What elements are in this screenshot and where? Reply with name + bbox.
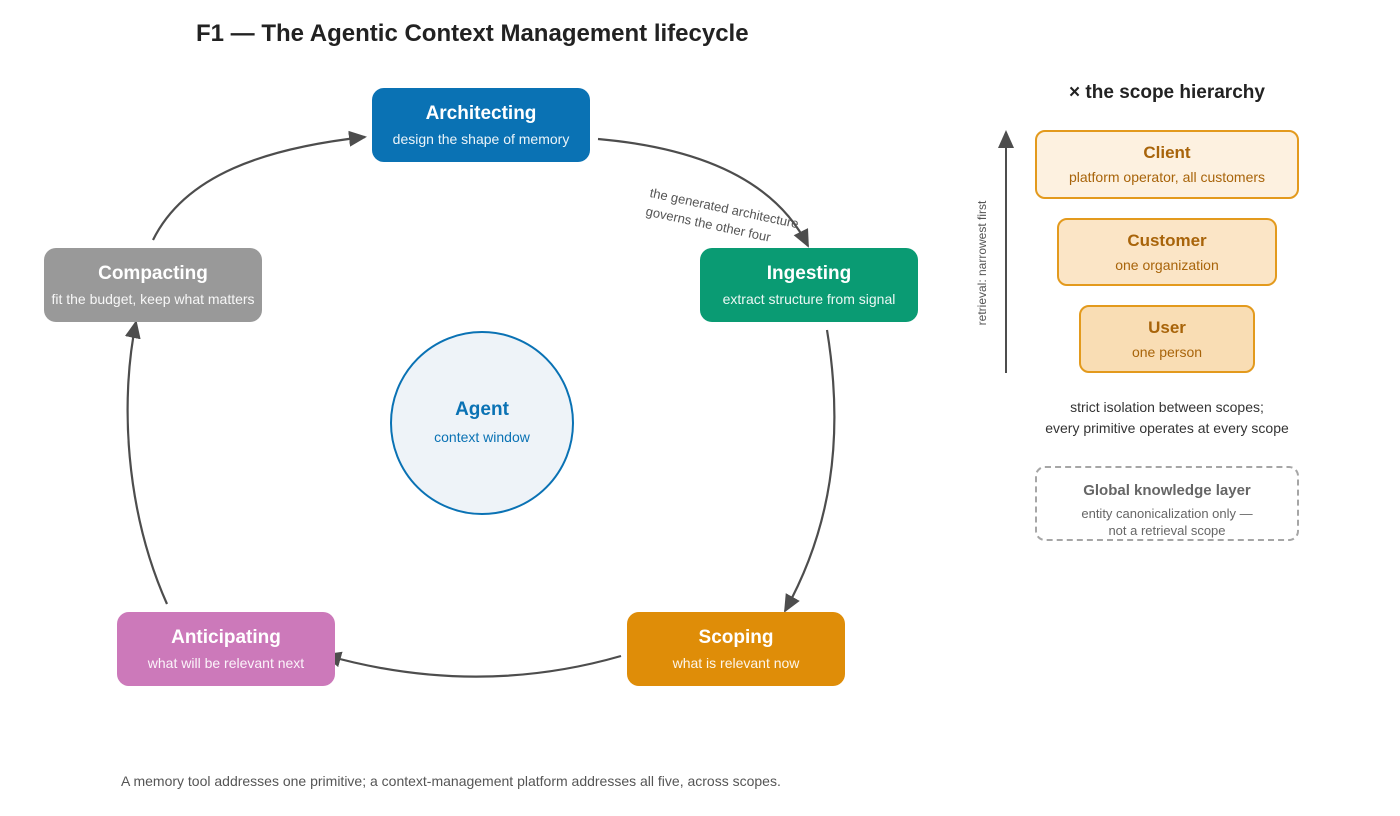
footer-caption: A memory tool addresses one primitive; a… <box>121 773 781 789</box>
node-title: Scoping <box>698 627 774 648</box>
node-subtitle: fit the budget, keep what matters <box>51 291 255 307</box>
scope-title: Client <box>1143 143 1191 162</box>
isolation-note: strict isolation between scopes; every p… <box>1020 397 1314 439</box>
page-title: F1 — The Agentic Context Management life… <box>196 20 749 47</box>
node-subtitle: extract structure from signal <box>722 291 896 307</box>
node-anticipating: Anticipating what will be relevant next <box>117 612 335 686</box>
scope-title: User <box>1148 318 1186 337</box>
node-ingesting: Ingesting extract structure from signal <box>700 248 918 322</box>
scope-hierarchy-heading: × the scope hierarchy <box>1069 82 1265 103</box>
scope-title: Customer <box>1127 231 1207 250</box>
isolation-note-line: strict isolation between scopes; <box>1070 399 1264 415</box>
scope-subtitle: platform operator, all customers <box>1068 169 1266 185</box>
node-subtitle: what is relevant now <box>672 655 800 671</box>
arrow-anticipating-to-compacting <box>124 320 169 605</box>
scope-subtitle: one organization <box>1115 257 1219 273</box>
agent-context-circle: Agent context window <box>390 331 574 515</box>
node-subtitle: what will be relevant next <box>147 655 305 671</box>
node-title: Ingesting <box>766 263 852 284</box>
global-layer-subtitle: entity canonicalization only — not a ret… <box>1081 506 1253 538</box>
node-scoping: Scoping what is relevant now <box>627 612 845 686</box>
scope-user: User one person <box>1079 305 1255 373</box>
node-title: Compacting <box>98 263 208 284</box>
scope-client: Client platform operator, all customers <box>1035 130 1299 199</box>
isolation-note-line: every primitive operates at every scope <box>1045 420 1289 436</box>
arrow-architecting-to-ingesting <box>597 137 809 248</box>
scope-customer: Customer one organization <box>1057 218 1277 286</box>
agent-subtitle: context window <box>434 429 530 445</box>
retrieval-axis-label: retrieval: narrowest first <box>975 200 989 326</box>
node-compacting: Compacting fit the budget, keep what mat… <box>44 248 262 322</box>
node-title: Anticipating <box>171 627 281 648</box>
arrow-compacting-to-architecting <box>152 130 367 241</box>
node-title: Architecting <box>425 103 537 124</box>
global-layer-title: Global knowledge layer <box>1083 482 1251 499</box>
node-architecting: Architecting design the shape of memory <box>372 88 590 162</box>
global-knowledge-layer: Global knowledge layer entity canonicali… <box>1035 466 1299 541</box>
arrow-scoping-to-anticipating <box>323 651 622 678</box>
scope-subtitle: one person <box>1131 344 1203 360</box>
node-subtitle: design the shape of memory <box>392 131 570 147</box>
agent-title: Agent <box>455 399 509 420</box>
arrow-ingesting-to-scoping <box>784 329 836 613</box>
